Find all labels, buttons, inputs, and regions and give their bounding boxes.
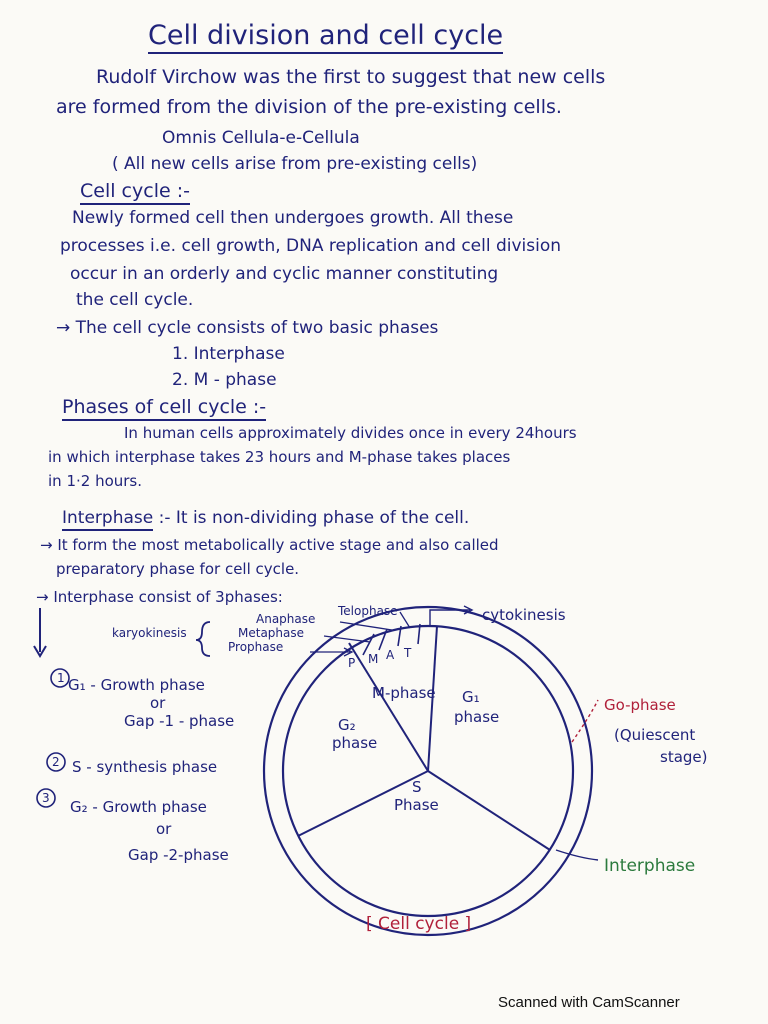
inner-circle xyxy=(281,624,575,918)
cytokinesis-arrow xyxy=(429,609,470,626)
m-phase-sector-label: M-phase xyxy=(372,684,436,702)
number-2: 2 xyxy=(52,755,60,769)
interphase-heading-row: Interphase :- It is non-dividing phase o… xyxy=(62,508,470,531)
metaphase-arrow xyxy=(323,635,371,643)
interphase-heading: Interphase xyxy=(62,508,154,531)
g1-phase-label: G₁ - Growth phase xyxy=(68,676,205,694)
intro-line-2: are formed from the division of the pre-… xyxy=(56,96,562,118)
g2-sector-label-2: phase xyxy=(332,734,378,752)
prophase-label: Prophase xyxy=(228,640,284,654)
sector-line-m-g1 xyxy=(427,625,438,772)
s-sector-label-1: S xyxy=(412,778,422,796)
gap2-label: Gap -2-phase xyxy=(128,846,229,864)
number-3: 3 xyxy=(42,791,50,805)
m-sub-a: A xyxy=(386,648,395,662)
sector-line-g2-s xyxy=(297,770,429,837)
latin-translation: ( All new cells arise from pre-existing … xyxy=(112,154,478,174)
telophase-arrow xyxy=(399,611,411,629)
diagram-caption: [ Cell cycle ] xyxy=(366,914,472,934)
g1-sector-label-2: phase xyxy=(454,708,500,726)
interphase-line-1: → It form the most metabolically active … xyxy=(40,536,499,554)
phase-item-interphase: 1. Interphase xyxy=(172,344,285,364)
number-circle-3 xyxy=(36,788,56,808)
m-sub-t: T xyxy=(404,646,412,660)
g1-sector-label-1: G₁ xyxy=(462,688,480,706)
cell-cycle-line-3: occur in an orderly and cyclic manner co… xyxy=(70,264,499,284)
sector-line-m-g2 xyxy=(348,642,429,772)
phases-heading-text: Phases of cell cycle :- xyxy=(62,396,267,421)
cell-cycle-line-1: Newly formed cell then undergoes growth.… xyxy=(72,208,514,228)
phase-item-m-phase: 2. M - phase xyxy=(172,370,277,390)
phases-line-1: In human cells approximately divides onc… xyxy=(124,424,577,442)
list-down-arrowhead xyxy=(33,645,47,658)
interphase-line-3: → Interphase consist of 3phases: xyxy=(36,588,283,606)
number-1: 1 xyxy=(57,671,65,685)
number-circle-1 xyxy=(50,668,70,688)
go-phase-label: Go-phase xyxy=(604,696,676,714)
g2-sector-label-1: G₂ xyxy=(338,716,356,734)
cell-cycle-heading-text: Cell cycle :- xyxy=(80,180,190,205)
phases-heading: Phases of cell cycle :- xyxy=(62,396,267,421)
cytokinesis-arrowhead xyxy=(463,605,474,615)
scanner-footer: Scanned with CamScanner xyxy=(498,994,680,1011)
gap1-label: Gap -1 - phase xyxy=(124,712,235,730)
metaphase-label: Metaphase xyxy=(238,626,305,640)
mphase-divider-3 xyxy=(397,625,402,647)
latin-phrase: Omnis Cellula-e-Cellula xyxy=(162,128,360,148)
interphase-ring-label: Interphase xyxy=(604,856,696,876)
sector-line-s-g1 xyxy=(427,770,551,851)
cell-cycle-line-2: processes i.e. cell growth, DNA replicat… xyxy=(60,236,562,256)
quiescent-label-2: stage) xyxy=(660,748,708,766)
mphase-divider-2 xyxy=(378,628,388,651)
two-phases-line: → The cell cycle consists of two basic p… xyxy=(56,318,439,338)
karyokinesis-label: karyokinesis xyxy=(112,626,187,640)
page-title: Cell division and cell cycle xyxy=(148,20,504,54)
m-sub-m: M xyxy=(368,652,379,666)
phases-line-2: in which interphase takes 23 hours and M… xyxy=(48,448,511,466)
anaphase-arrow xyxy=(339,621,393,631)
s-phase-label: S - synthesis phase xyxy=(72,758,218,776)
cell-cycle-heading: Cell cycle :- xyxy=(80,180,190,205)
m-sub-p: P xyxy=(348,656,356,670)
page-title-text: Cell division and cell cycle xyxy=(148,20,504,54)
interphase-definition: :- It is non-dividing phase of the cell. xyxy=(158,508,470,528)
mphase-divider-1 xyxy=(362,633,375,656)
prophase-arrowhead xyxy=(343,647,354,657)
or-label-2: or xyxy=(156,820,172,838)
number-circle-2 xyxy=(46,752,66,772)
intro-line-1: Rudolf Virchow was the first to suggest … xyxy=(96,66,606,88)
interphase-line-2: preparatory phase for cell cycle. xyxy=(56,560,300,578)
cytokinesis-label: cytokinesis xyxy=(482,606,566,624)
telophase-label: Telophase xyxy=(338,604,398,618)
cell-cycle-line-4: the cell cycle. xyxy=(76,290,194,310)
karyokinesis-brace xyxy=(195,621,211,657)
phases-line-3: in 1·2 hours. xyxy=(48,472,143,490)
or-label-1: or xyxy=(150,694,166,712)
quiescent-label-1: (Quiescent xyxy=(614,726,696,744)
s-sector-label-2: Phase xyxy=(394,796,439,814)
anaphase-label: Anaphase xyxy=(256,612,316,626)
outer-circle xyxy=(262,605,594,937)
mphase-divider-4 xyxy=(417,623,421,645)
g2-phase-label: G₂ - Growth phase xyxy=(70,798,207,816)
interphase-arrow xyxy=(555,849,599,861)
